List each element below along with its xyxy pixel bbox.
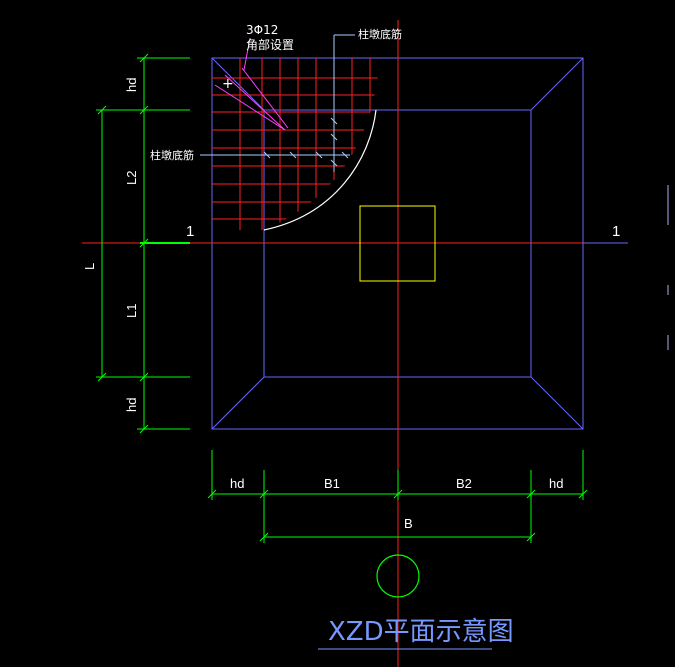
section-mark-right: 1 [612,223,620,240]
column-rebar-label-top: 柱墩底筋 [358,27,402,41]
axes [82,20,590,667]
bevel-top-right [530,57,584,111]
dim-hd-top: hd [124,78,139,92]
top-leader [333,34,355,172]
horizontal-dimensions [207,450,588,543]
dim-hd-bottom: hd [124,398,139,412]
dim-L-total: L [82,263,97,270]
section-mark-left: 1 [186,223,194,240]
bevel-top-left [211,57,265,111]
column-rebar-label-left: 柱墩底筋 [150,148,194,162]
corner-rebar-leaders [214,37,289,131]
dim-B1: B1 [324,476,340,491]
bevel-bottom-left [211,376,265,430]
column-boundary-arc [263,109,377,231]
dim-hd-right: hd [549,476,563,491]
dim-L2: L2 [124,171,139,185]
left-leader [200,117,350,167]
corner-rebar-spec: 3Φ12 [246,23,278,37]
column-square [359,205,436,282]
dim-B2: B2 [456,476,472,491]
bevel-bottom-right [530,376,584,430]
corner-rebar-note: 角部设置 [246,37,294,52]
dim-hd-left: hd [230,476,244,491]
axis-bubble [376,554,420,598]
dim-L1: L1 [124,304,139,318]
drawing-title: XZD平面示意图 [328,617,514,647]
plus-mark: + [222,76,234,92]
vertical-dimensions [96,53,190,434]
dim-B-total: B [404,516,413,531]
